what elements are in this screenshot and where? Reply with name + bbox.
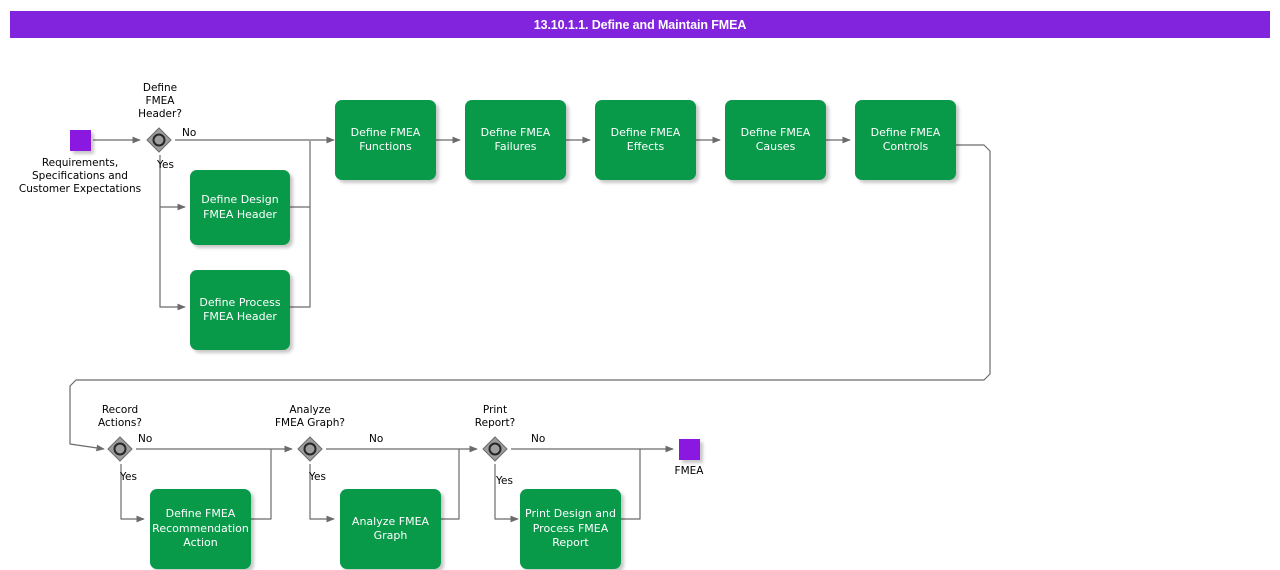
gateway-print-report[interactable] xyxy=(481,435,509,463)
gateway-1-no-label: No xyxy=(182,127,197,139)
task-label: Define Process FMEA Header xyxy=(199,295,281,324)
edge-process-merge xyxy=(290,207,311,308)
task-label: Define FMEA Failures xyxy=(480,125,551,154)
gateway-record-actions-label: Record Actions? xyxy=(98,404,142,429)
task-label: Define Design FMEA Header xyxy=(201,193,279,221)
gateway-4-no-label: No xyxy=(531,433,546,445)
end-terminator[interactable] xyxy=(679,439,700,460)
edge-g2-yes xyxy=(120,464,145,523)
task-label: Define FMEA Recommendation Action xyxy=(152,507,249,550)
edge-design-merge xyxy=(290,141,311,208)
edge-g3-yes xyxy=(309,464,335,523)
gateway-4-yes-label: Yes xyxy=(496,475,513,487)
diamond-icon xyxy=(107,436,133,462)
task-label: Print Design and Process FMEA Report xyxy=(525,507,616,550)
task-define-fmea-functions[interactable]: Define FMEA Functions xyxy=(335,100,436,180)
diamond-icon xyxy=(297,436,323,462)
task-label: Define FMEA Effects xyxy=(610,125,681,154)
edge-t7-return-loop xyxy=(69,144,991,452)
edge-g4-yes xyxy=(494,464,519,523)
task-define-design-fmea-header[interactable]: Define Design FMEA Header xyxy=(190,170,290,245)
task-label: Define FMEA Causes xyxy=(740,125,811,154)
task-label: Define FMEA Functions xyxy=(350,125,421,154)
diamond-icon xyxy=(146,127,172,153)
gateway-define-fmea-header[interactable] xyxy=(145,126,173,154)
task-define-fmea-controls[interactable]: Define FMEA Controls xyxy=(855,100,956,180)
gateway-print-report-label: Print Report? xyxy=(474,404,516,429)
start-terminator[interactable] xyxy=(70,130,91,151)
edge-g1-yes-process xyxy=(159,207,186,311)
task-define-process-fmea-header[interactable]: Define Process FMEA Header xyxy=(190,270,290,350)
gateway-3-no-label: No xyxy=(369,433,384,445)
gateway-analyze-fmea-graph[interactable] xyxy=(296,435,324,463)
task-analyze-fmea-graph[interactable]: Analyze FMEA Graph xyxy=(340,489,441,569)
page-title: 13.10.1.1. Define and Maintain FMEA xyxy=(533,17,747,32)
gateway-analyze-fmea-graph-label: Analyze FMEA Graph? xyxy=(274,404,346,429)
start-terminator-label: Requirements, Specifications and Custome… xyxy=(18,157,142,195)
task-define-fmea-recommendation-action[interactable]: Define FMEA Recommendation Action xyxy=(150,489,251,569)
task-label: Define FMEA Controls xyxy=(870,125,941,154)
task-label: Analyze FMEA Graph xyxy=(351,514,430,543)
edge-t9-merge xyxy=(441,449,460,520)
edge-t8-merge xyxy=(251,449,272,520)
end-terminator-label: FMEA xyxy=(674,465,704,477)
gateway-2-no-label: No xyxy=(138,433,153,445)
task-define-fmea-causes[interactable]: Define FMEA Causes xyxy=(725,100,826,180)
task-define-fmea-effects[interactable]: Define FMEA Effects xyxy=(595,100,696,180)
task-print-design-and-process-fmea-report[interactable]: Print Design and Process FMEA Report xyxy=(520,489,621,569)
gateway-1-yes-label: Yes xyxy=(157,159,174,171)
gateway-define-fmea-header-label: Define FMEA Header? xyxy=(138,82,182,120)
gateway-record-actions[interactable] xyxy=(106,435,134,463)
gateway-2-yes-label: Yes xyxy=(120,471,137,483)
title-bar: 13.10.1.1. Define and Maintain FMEA xyxy=(10,11,1270,38)
gateway-3-yes-label: Yes xyxy=(309,471,326,483)
diamond-icon xyxy=(482,436,508,462)
task-define-fmea-failures[interactable]: Define FMEA Failures xyxy=(465,100,566,180)
edge-t10-merge xyxy=(621,449,641,520)
